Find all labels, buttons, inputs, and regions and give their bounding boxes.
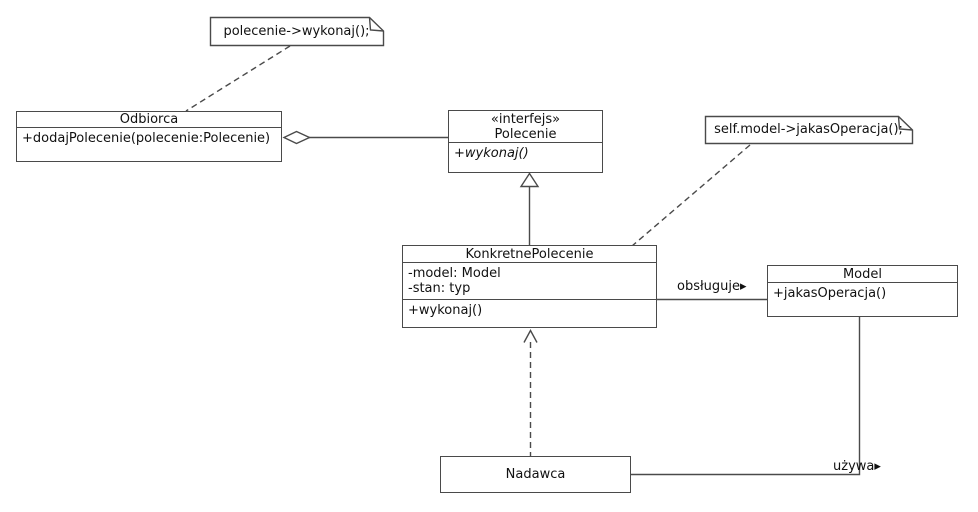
attribute: -model: Model	[408, 266, 501, 281]
class-name: Model	[768, 266, 957, 283]
note-text: polecenie->wykonaj();	[223, 23, 370, 39]
attribute: -stan: typ	[408, 281, 471, 296]
class-name: Odbiorca	[17, 112, 281, 128]
class-name: Nadawca	[505, 467, 566, 482]
note-shape-selfmodel	[704, 115, 914, 145]
note-anchor-selfmodel	[631, 144, 751, 247]
uml-note-selfmodel: self.model->jakasOperacja();	[705, 116, 912, 143]
class-header: «interfejs» Polecenie	[449, 111, 602, 143]
method: +dodajPolecenie(polecenie:Polecenie)	[22, 131, 271, 146]
generalization-triangle-icon	[519, 172, 540, 188]
association-uzywa-line	[631, 317, 861, 476]
association-label-uzywa: używa▸	[833, 459, 881, 474]
method: +jakasOperacja()	[773, 286, 887, 301]
uml-note-polecenie: polecenie->wykonaj();	[210, 17, 383, 45]
class-name: Polecenie	[494, 126, 557, 142]
class-attributes: -model: Model -stan: typ	[403, 263, 656, 300]
interface-polecenie: «interfejs» Polecenie +wykonaj()	[448, 110, 603, 173]
note-shape-polecenie	[209, 16, 385, 47]
method: +wykonaj()	[454, 146, 529, 161]
class-model: Model +jakasOperacja()	[767, 265, 958, 317]
class-name: KonkretnePolecenie	[403, 246, 656, 263]
class-methods: +wykonaj()	[403, 300, 656, 318]
note-text: self.model->jakasOperacja();	[714, 122, 903, 137]
class-konkretne-polecenie: KonkretnePolecenie -model: Model -stan: …	[402, 245, 657, 328]
class-methods: +jakasOperacja()	[768, 283, 957, 301]
association-label-obsluguje: obsługuje▸	[677, 279, 747, 294]
class-methods: +wykonaj()	[449, 143, 602, 161]
dependency-arrowhead-icon	[523, 329, 538, 343]
class-odbiorca: Odbiorca +dodajPolecenie(polecenie:Polec…	[16, 111, 282, 162]
note-anchor-polecenie	[185, 45, 291, 112]
class-nadawca: Nadawca	[440, 456, 631, 493]
aggregation-diamond-icon	[282, 130, 312, 145]
class-methods: +dodajPolecenie(polecenie:Polecenie)	[17, 128, 281, 146]
stereotype: «interfejs»	[490, 111, 561, 127]
method: +wykonaj()	[408, 303, 483, 318]
